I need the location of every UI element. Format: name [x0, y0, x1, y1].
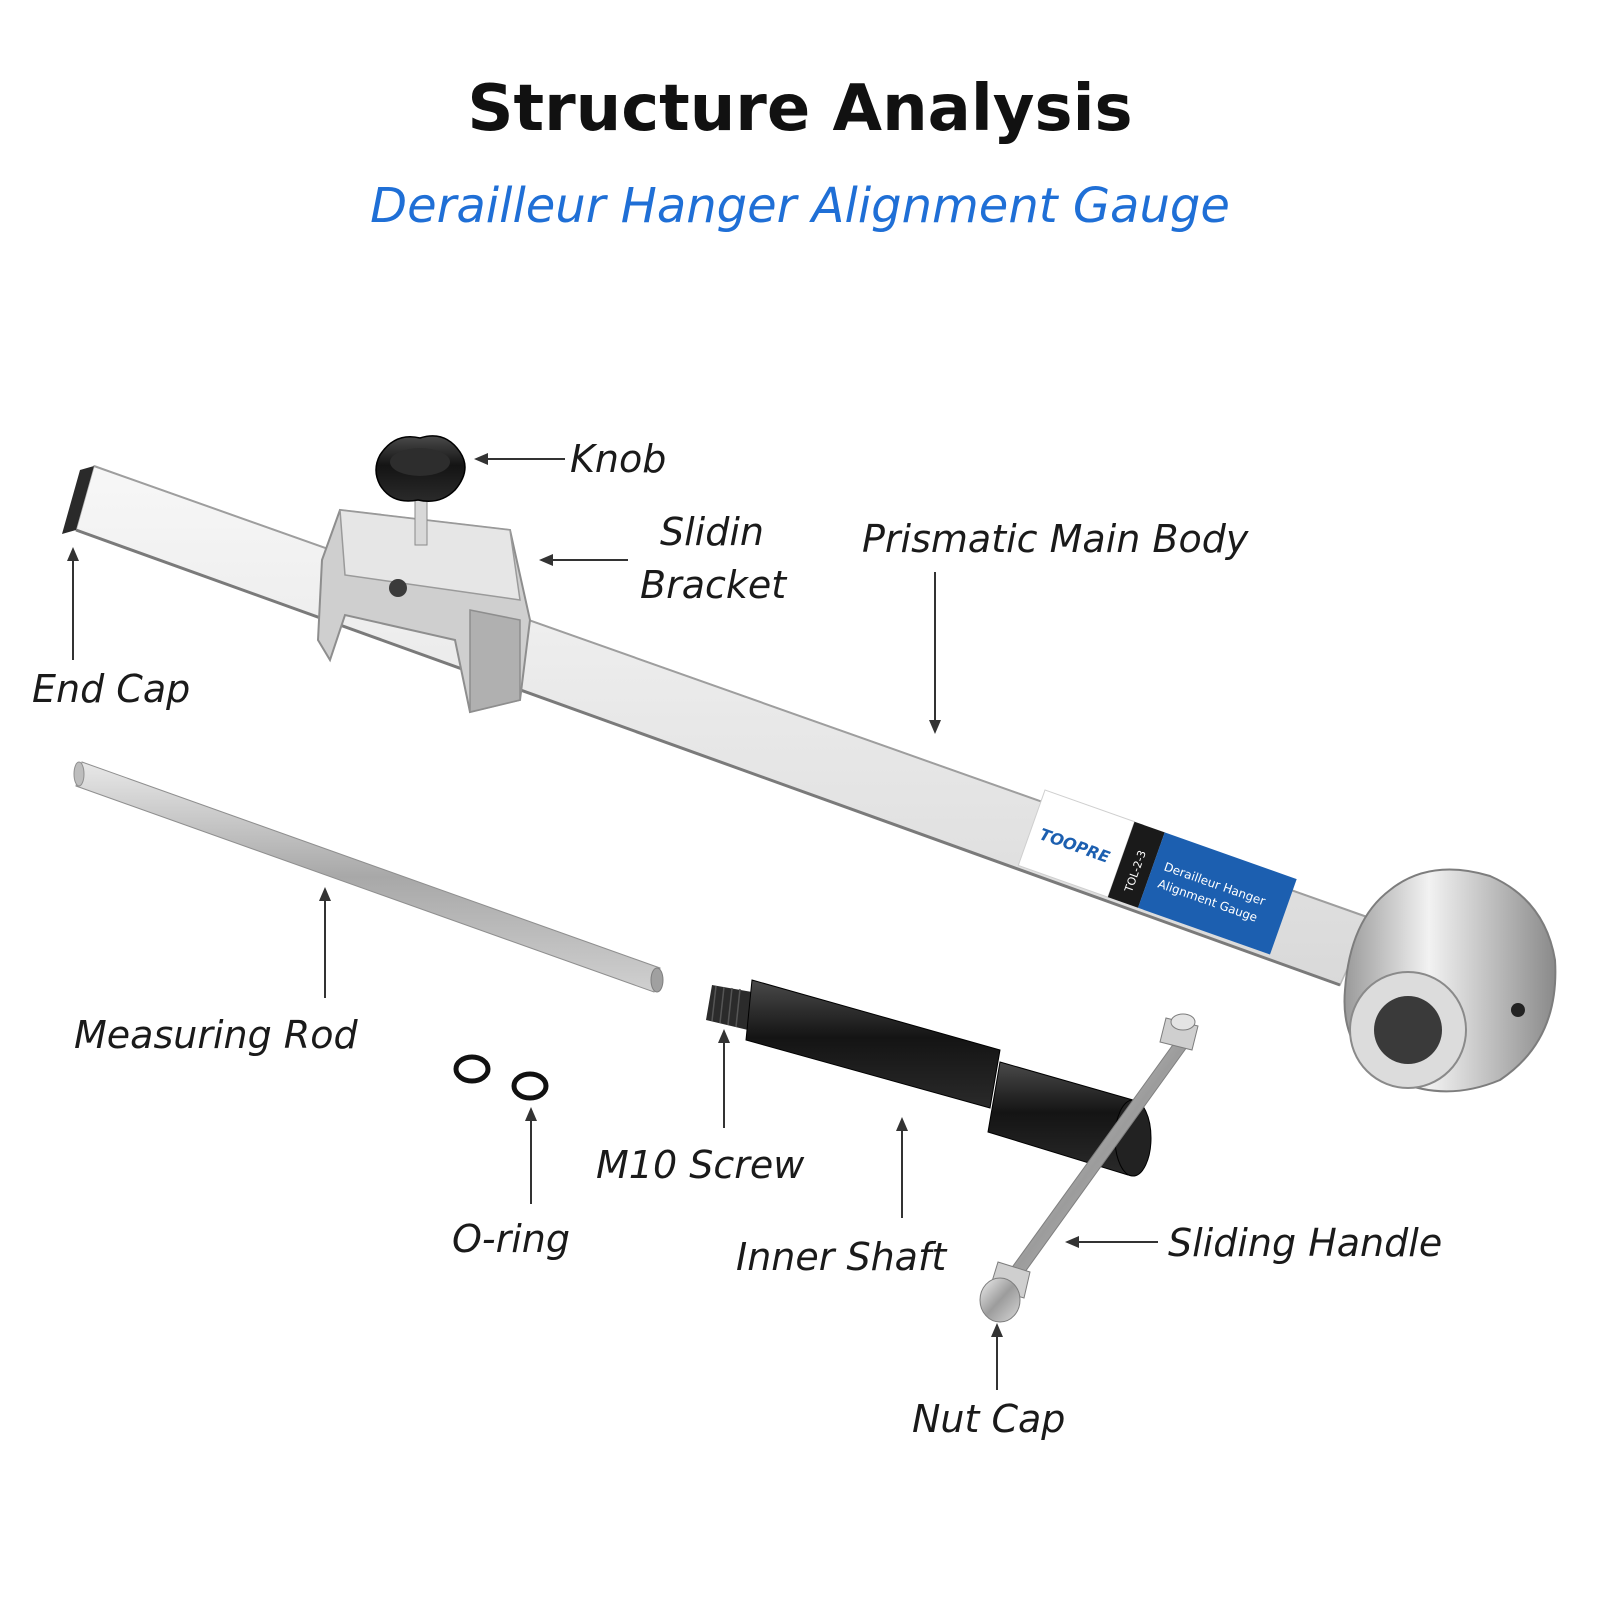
- label-sliding-bracket-line-1: Slidin: [660, 510, 764, 554]
- label-o-ring: O-ring: [452, 1217, 570, 1261]
- label-knob: Knob: [570, 437, 666, 481]
- page-subtitle: Derailleur Hanger Alignment Gauge: [370, 178, 1230, 234]
- label-end-cap: End Cap: [32, 667, 190, 711]
- sliding-handle-shape: [999, 1013, 1199, 1291]
- label-m10-screw: M10 Screw: [596, 1143, 805, 1187]
- label-measuring-rod: Measuring Rod: [74, 1013, 358, 1057]
- label-inner-shaft: Inner Shaft: [736, 1235, 948, 1279]
- label-sliding-handle: Sliding Handle: [1168, 1221, 1442, 1265]
- cylinder-head: [1343, 868, 1557, 1093]
- product-label: TOOPRE TOL-2-3 Derailleur Hanger Alignme…: [1017, 789, 1297, 955]
- label-sliding-bracket-line-2: Bracket: [640, 563, 788, 607]
- o-rings: [453, 1054, 549, 1101]
- knob-shape: [375, 435, 466, 502]
- label-nut-cap: Nut Cap: [912, 1397, 1065, 1441]
- measuring-rod: [73, 761, 664, 993]
- label-main-body: Prismatic Main Body: [862, 517, 1249, 561]
- sliding-bracket: [316, 499, 532, 714]
- page-title: Structure Analysis: [467, 72, 1133, 146]
- nut-cap-shape: [979, 1261, 1031, 1323]
- leader-arrows: [67, 453, 1158, 1390]
